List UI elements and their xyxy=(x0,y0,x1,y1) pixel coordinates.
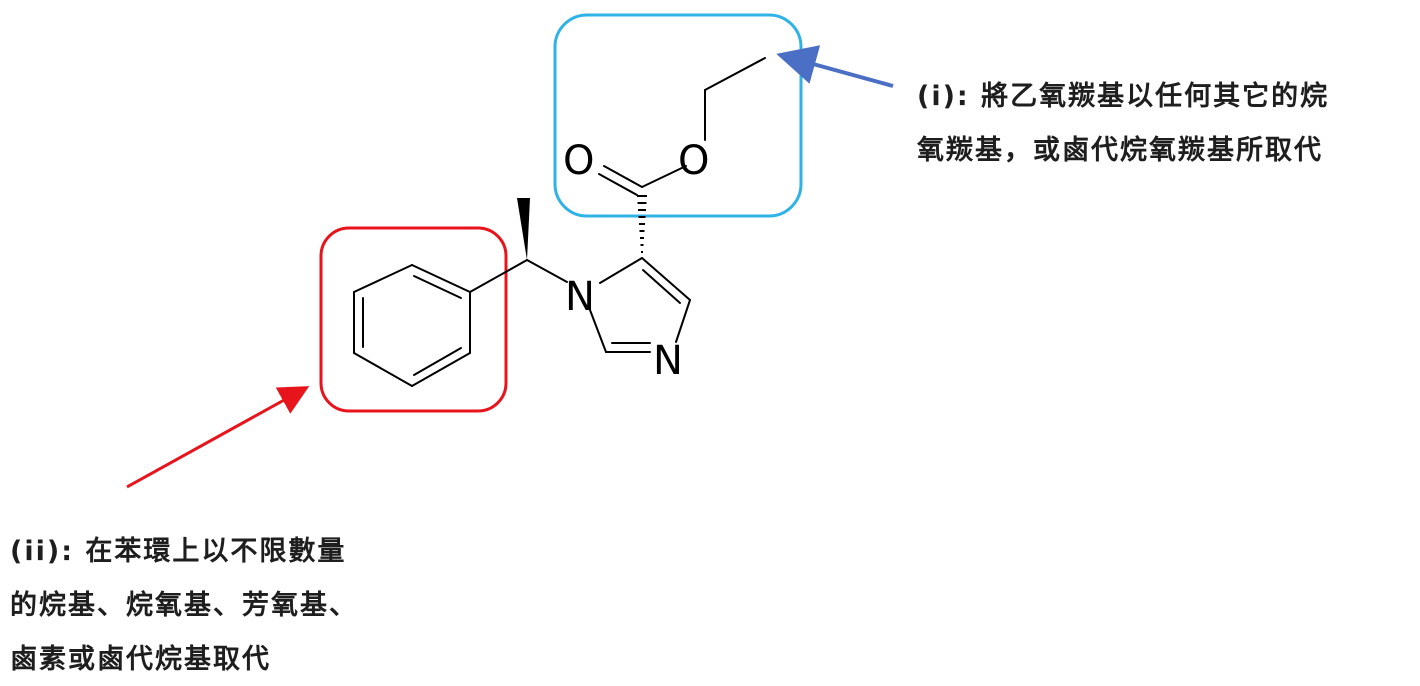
atom-ester-oxygen: O xyxy=(678,138,709,184)
bond-c5-c4 xyxy=(641,257,691,301)
atom-ring-n1: N xyxy=(565,274,595,320)
bond-c4-n3 xyxy=(675,299,691,343)
ester-annotation-line-2: 氧羰基，或鹵代烷氧羰基所取代 xyxy=(917,135,1323,166)
ester-annotation-line-1: (i): 將乙氧羰基以任何其它的烷 xyxy=(917,81,1330,112)
bond-ethyl-ch3 xyxy=(704,57,766,91)
bond-phenyl-1 xyxy=(411,264,471,293)
hashed-wedge-bond xyxy=(637,195,647,253)
bond-n1-c5 xyxy=(599,257,643,284)
bond-n1-c2 xyxy=(589,309,607,353)
ester-arrow xyxy=(776,45,894,88)
bond-carbonyl-double-2 xyxy=(598,173,638,196)
phenyl-annotation-line-3: 鹵素或鹵代烷基取代 xyxy=(10,644,271,675)
bond-ester-o-carbonyl xyxy=(641,165,687,188)
bonds xyxy=(353,57,766,387)
ester-highlight-box xyxy=(553,13,803,218)
phenyl-highlight-box xyxy=(319,226,508,413)
phenyl-annotation-line-2: 的烷基、烷氧基、芳氧基、 xyxy=(10,590,358,621)
atom-ring-n3: N xyxy=(653,338,683,384)
atom-carbonyl-oxygen: O xyxy=(563,138,594,184)
bond-phenyl-inner-2 xyxy=(413,347,462,376)
ester-annotation: (i): 將乙氧羰基以任何其它的烷 氧羰基，或鹵代烷氧羰基所取代 xyxy=(917,70,1329,178)
bond-c5-c4-inner xyxy=(642,269,681,304)
phenyl-annotation-line-1: (ii): 在苯環上以不限數量 xyxy=(10,536,347,567)
bond-phenyl-3 xyxy=(411,352,471,387)
bond-phenyl-ch xyxy=(469,259,528,293)
bond-carbonyl-double-1 xyxy=(603,165,643,188)
bond-phenyl-inner-1 xyxy=(413,275,462,299)
phenyl-annotation: (ii): 在苯環上以不限數量 的烷基、烷氧基、芳氧基、 鹵素或鹵代烷基取代 xyxy=(10,525,358,686)
phenyl-arrow xyxy=(126,386,310,489)
bond-phenyl-6 xyxy=(353,264,413,293)
bond-phenyl-4 xyxy=(353,352,413,387)
solid-wedge-methyl xyxy=(517,198,530,260)
bond-ch-n1 xyxy=(526,259,568,283)
